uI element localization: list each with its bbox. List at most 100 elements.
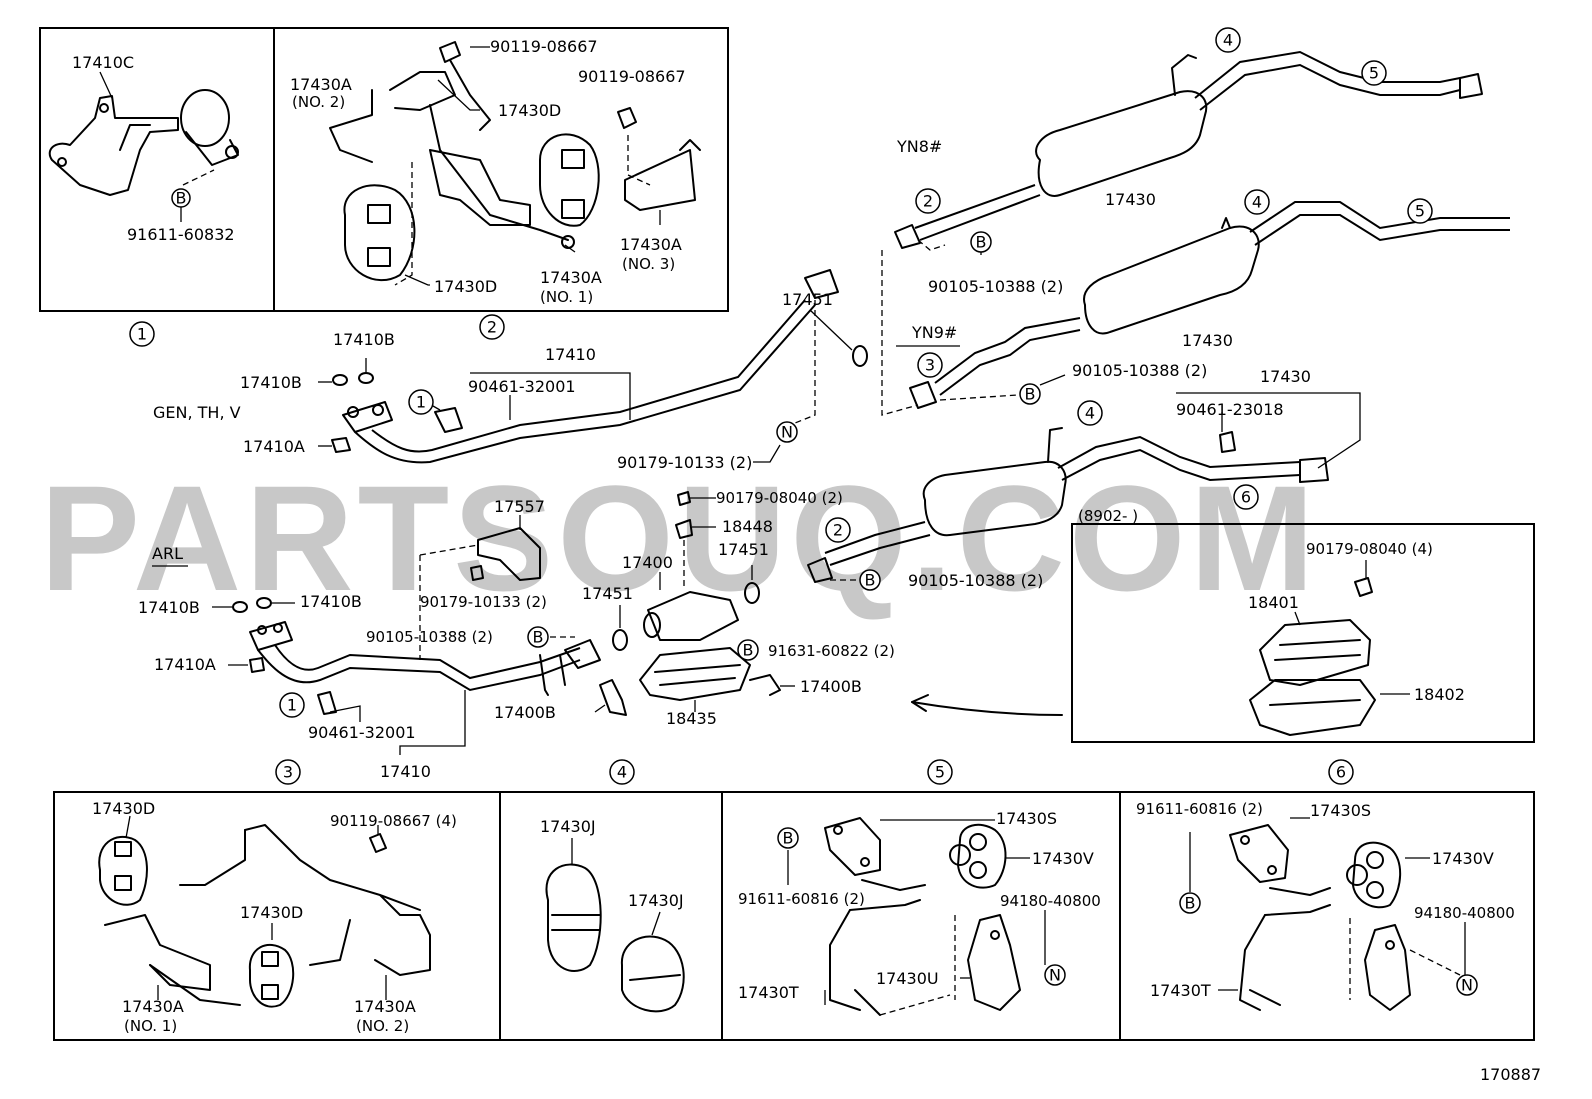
label-18402: 18402 [1414, 685, 1465, 704]
svg-text:B: B [783, 829, 794, 848]
b3-label-no1: (NO. 1) [124, 1017, 177, 1035]
ref-circle-5-bottom: 5 [927, 759, 953, 785]
b3-label-no2: (NO. 2) [356, 1017, 409, 1035]
label-90461-32001-a: 90461-32001 [468, 377, 576, 396]
label-17430-a: 17430 [1105, 190, 1156, 209]
label-17430A-no2: 17430A [290, 75, 352, 94]
label-17430-c: 17430 [1260, 367, 1311, 386]
ref-circle-3-bottom: 3 [275, 759, 301, 785]
detail-box-2 [273, 27, 729, 312]
svg-text:1: 1 [287, 696, 297, 715]
svg-text:5: 5 [1415, 202, 1425, 221]
svg-text:B: B [533, 628, 544, 647]
tail-pipe-lower [807, 392, 1361, 583]
label-90119-08667-b: 90119-08667 [578, 67, 686, 86]
label-90461-23018: 90461-23018 [1176, 400, 1284, 419]
b-marker-yn9: B [1019, 383, 1041, 405]
b5-b-marker: B [777, 827, 799, 849]
pointer-arrow [911, 694, 1063, 716]
label-17410A-b: 17410A [154, 655, 216, 674]
svg-text:N: N [1049, 966, 1061, 985]
ref-circle-1-arl: 1 [279, 692, 305, 718]
svg-text:B: B [743, 641, 754, 660]
svg-text:1: 1 [416, 393, 426, 412]
ref-circle-4-yn8: 4 [1215, 27, 1241, 53]
b5-label-17430V: 17430V [1032, 849, 1094, 868]
detail-box-5 [721, 791, 1121, 1041]
ref-circle-3-yn9: 3 [917, 352, 943, 378]
detail-box-1 [39, 27, 275, 312]
b-marker-arl: B [527, 626, 549, 648]
label-91631-60822: 91631-60822 (2) [768, 642, 895, 660]
b-marker-converter: B [737, 639, 759, 661]
label-gen-th-v: GEN, TH, V [153, 403, 241, 422]
ref-circle-5-yn8: 5 [1361, 60, 1387, 86]
b5-label-17430S: 17430S [996, 809, 1057, 828]
label-90461-32001-b: 90461-32001 [308, 723, 416, 742]
svg-text:N: N [1461, 976, 1473, 995]
b6-label-94180-40800: 94180-40800 [1414, 904, 1515, 922]
label-18448: 18448 [722, 517, 773, 536]
label-17430-b: 17430 [1182, 331, 1233, 350]
label-17410-a: 17410 [545, 345, 596, 364]
label-date-range: (8902- ) [1078, 507, 1138, 525]
label-17400B-a: 17400B [800, 677, 862, 696]
b6-label-17430T: 17430T [1150, 981, 1211, 1000]
label-90105-10388-b: 90105-10388 (2) [1072, 361, 1207, 380]
b3-label-90119-08667: 90119-08667 (4) [330, 812, 457, 830]
ref-circle-5-yn9: 5 [1407, 198, 1433, 224]
label-90119-08667-a: 90119-08667 [490, 37, 598, 56]
tail-pipe-yn9 [881, 201, 1510, 416]
n-marker-gen: N [776, 421, 798, 443]
label-17451-b: 17451 [718, 540, 769, 559]
ref-circle-4-yn9: 4 [1244, 189, 1270, 215]
front-pipe-arl [212, 597, 601, 755]
gasket-17451-a [809, 309, 868, 367]
b3-label-17430A-2: 17430A [354, 997, 416, 1016]
detail-box-3 [53, 791, 501, 1041]
label-90179-10133-b: 90179-10133 (2) [420, 593, 547, 611]
label-17410B-a: 17410B [333, 330, 395, 349]
tail-pipe-yn8 [894, 50, 1483, 255]
label-17410B-b: 17410B [240, 373, 302, 392]
label-90179-08040-a: 90179-08040 (2) [716, 489, 843, 507]
label-17410-b: 17410 [380, 762, 431, 781]
watermark: PARTSOUQ.COM [40, 454, 1319, 622]
ref-circle-2-yn8: 2 [915, 188, 941, 214]
svg-text:2: 2 [923, 192, 933, 211]
b6-label-17430V: 17430V [1432, 849, 1494, 868]
label-no3: (NO. 3) [622, 255, 675, 273]
label-17400: 17400 [622, 553, 673, 572]
label-90105-10388-c: 90105-10388 (2) [366, 628, 493, 646]
b5-label-94180-40800: 94180-40800 [1000, 892, 1101, 910]
ref-circle-1: 1 [129, 321, 155, 347]
svg-text:B: B [865, 571, 876, 590]
label-yn9: YN9# [911, 323, 957, 342]
ref-circle-1-gen: 1 [408, 389, 434, 415]
converter-17400 [612, 491, 760, 651]
svg-text:4: 4 [1085, 404, 1095, 423]
b3-label-17430A-1: 17430A [122, 997, 184, 1016]
label-91611-60832: 91611-60832 [127, 225, 235, 244]
diagram-code: 170887 [1480, 1065, 1541, 1084]
svg-text:2: 2 [487, 318, 497, 337]
svg-text:3: 3 [925, 356, 935, 375]
front-pipe-gen [318, 269, 839, 464]
b4-label-17430J-b: 17430J [628, 891, 684, 910]
inset-box-8902 [1071, 523, 1535, 743]
svg-text:2: 2 [833, 521, 843, 540]
b3-label-17430D-a: 17430D [92, 799, 155, 818]
label-18401: 18401 [1248, 593, 1299, 612]
b6-b-marker: B [1179, 892, 1201, 914]
b5-label-17430U: 17430U [876, 969, 939, 988]
label-90105-10388-a: 90105-10388 (2) [928, 277, 1063, 296]
svg-text:B: B [1025, 385, 1036, 404]
svg-text:B: B [1185, 894, 1196, 913]
label-17451-a: 17451 [782, 290, 833, 309]
svg-text:4: 4 [1223, 31, 1233, 50]
detail-box-4 [499, 791, 723, 1041]
label-17400B-b: 17400B [494, 703, 556, 722]
svg-text:1: 1 [137, 325, 147, 344]
svg-text:6: 6 [1241, 488, 1251, 507]
